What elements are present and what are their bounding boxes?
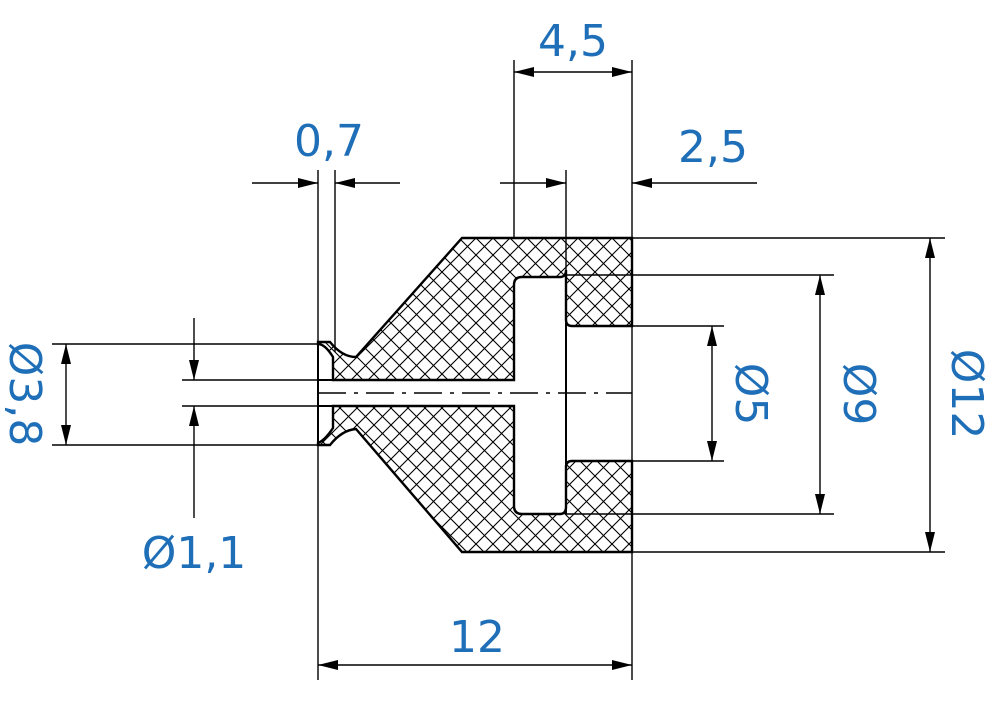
extension-lines	[52, 60, 945, 680]
body-lower-half	[316, 404, 634, 554]
dimension-lines	[61, 67, 935, 670]
label-dia-1-1: Ø1,1	[142, 528, 247, 579]
label-length-12: 12	[449, 612, 505, 663]
label-dia-3-8: Ø3,8	[0, 342, 50, 447]
label-dia-9: Ø9	[833, 363, 884, 426]
label-dia-12: Ø12	[941, 349, 992, 440]
body-section	[316, 236, 634, 554]
label-dia-5: Ø5	[725, 363, 776, 426]
label-2-5: 2,5	[678, 122, 748, 173]
dimension-labels: 4,5 0,7 2,5 12 Ø1,1 Ø3,8 Ø5 Ø9 Ø12	[0, 16, 992, 663]
body-upper-half	[316, 236, 634, 382]
label-0-7: 0,7	[294, 116, 364, 167]
label-4-5: 4,5	[538, 16, 608, 67]
